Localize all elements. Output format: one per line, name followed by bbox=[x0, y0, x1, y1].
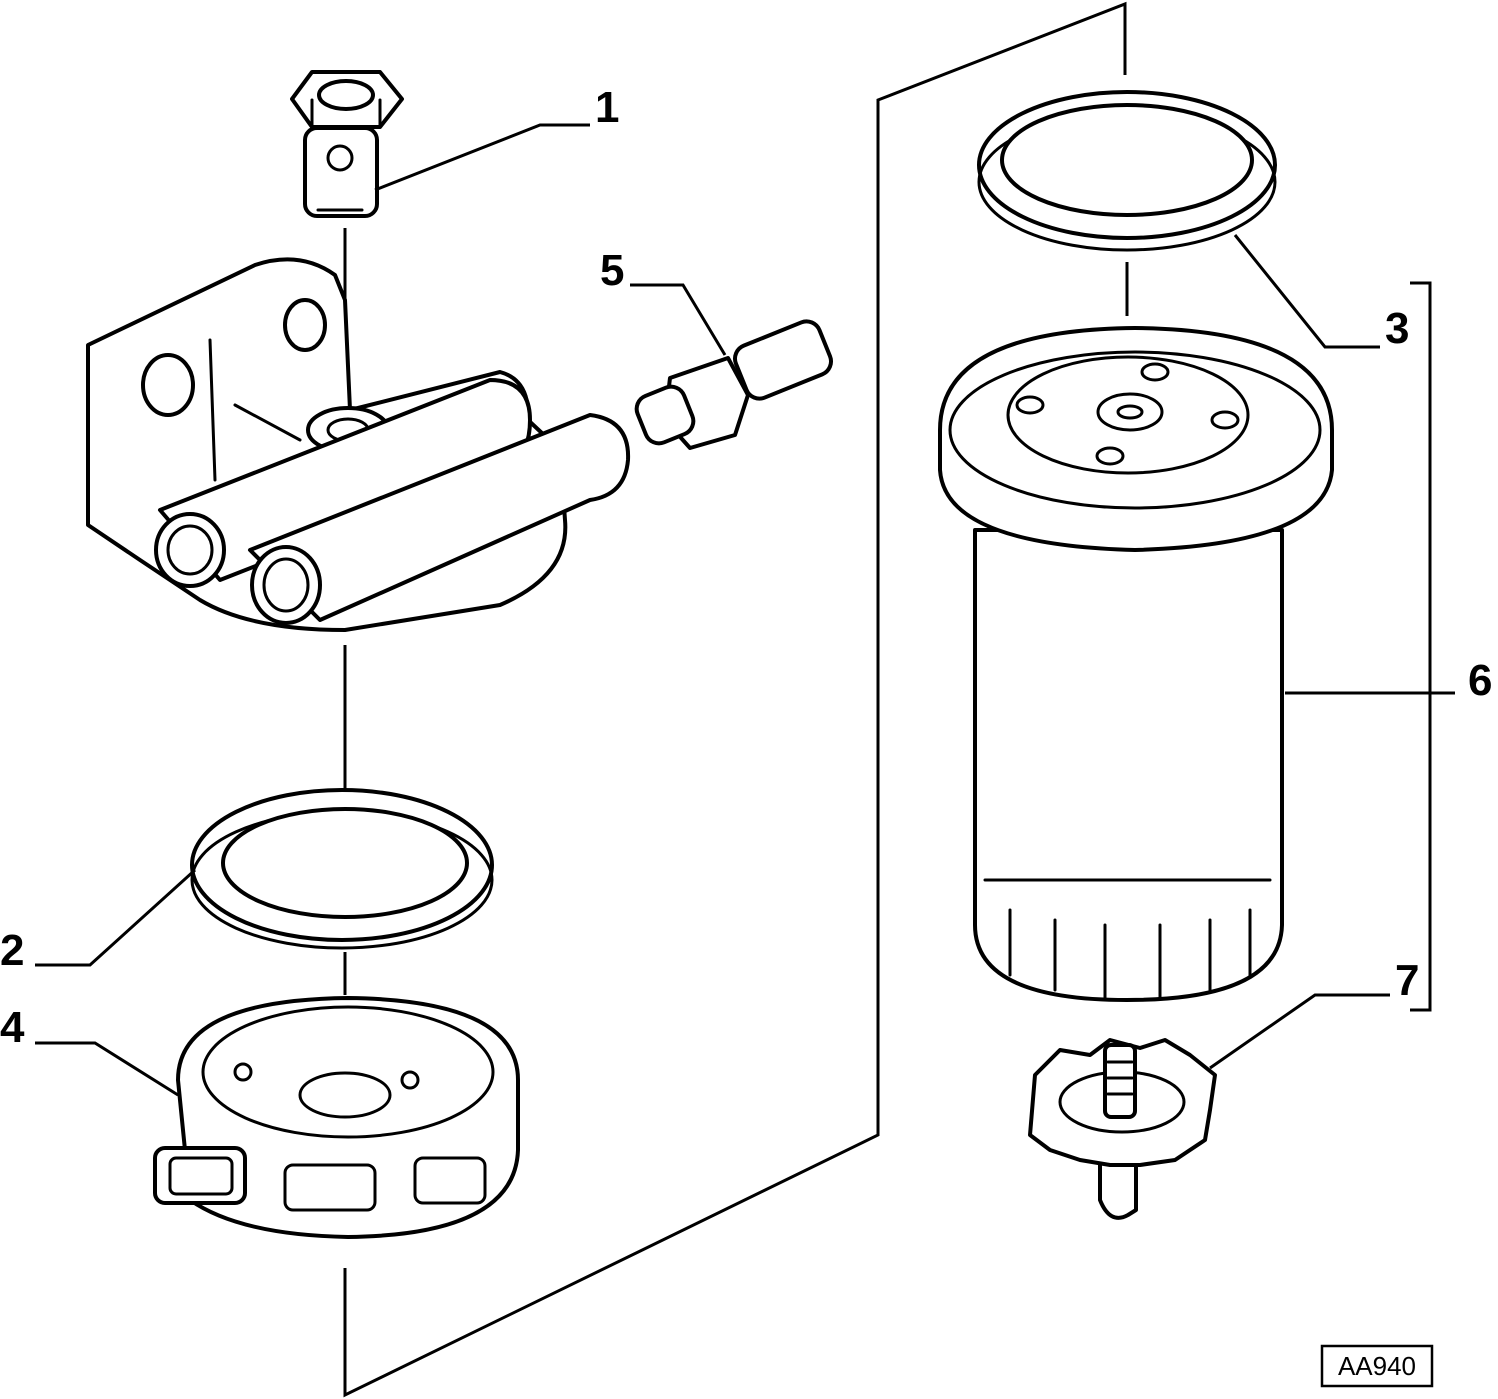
callout-3: 3 bbox=[1385, 304, 1409, 353]
reference-code: AA940 bbox=[1338, 1351, 1416, 1381]
sensor-housing-part-4 bbox=[153, 996, 520, 1239]
callout-2: 2 bbox=[0, 926, 24, 975]
callout-6: 6 bbox=[1468, 656, 1492, 705]
callout-7: 7 bbox=[1395, 956, 1419, 1005]
sealing-ring-part-2 bbox=[190, 788, 494, 950]
sensor-fitting-part-5 bbox=[634, 319, 833, 450]
drain-plug-part-7 bbox=[1028, 1038, 1217, 1220]
banjo-bolt-part-1 bbox=[290, 70, 404, 218]
filter-seal-ring-part-3 bbox=[977, 90, 1277, 252]
callout-1: 1 bbox=[595, 83, 619, 132]
filter-cartridge-part-6 bbox=[938, 326, 1334, 1002]
filter-head bbox=[86, 257, 631, 632]
group-bracket bbox=[1410, 281, 1432, 1012]
callout-4: 4 bbox=[0, 1003, 25, 1052]
callout-labels: 1 2 3 4 5 6 7 bbox=[0, 83, 1492, 1052]
leader-lines bbox=[35, 123, 1455, 1097]
reference-code-box: AA940 bbox=[1320, 1344, 1434, 1388]
callout-5: 5 bbox=[600, 246, 624, 295]
